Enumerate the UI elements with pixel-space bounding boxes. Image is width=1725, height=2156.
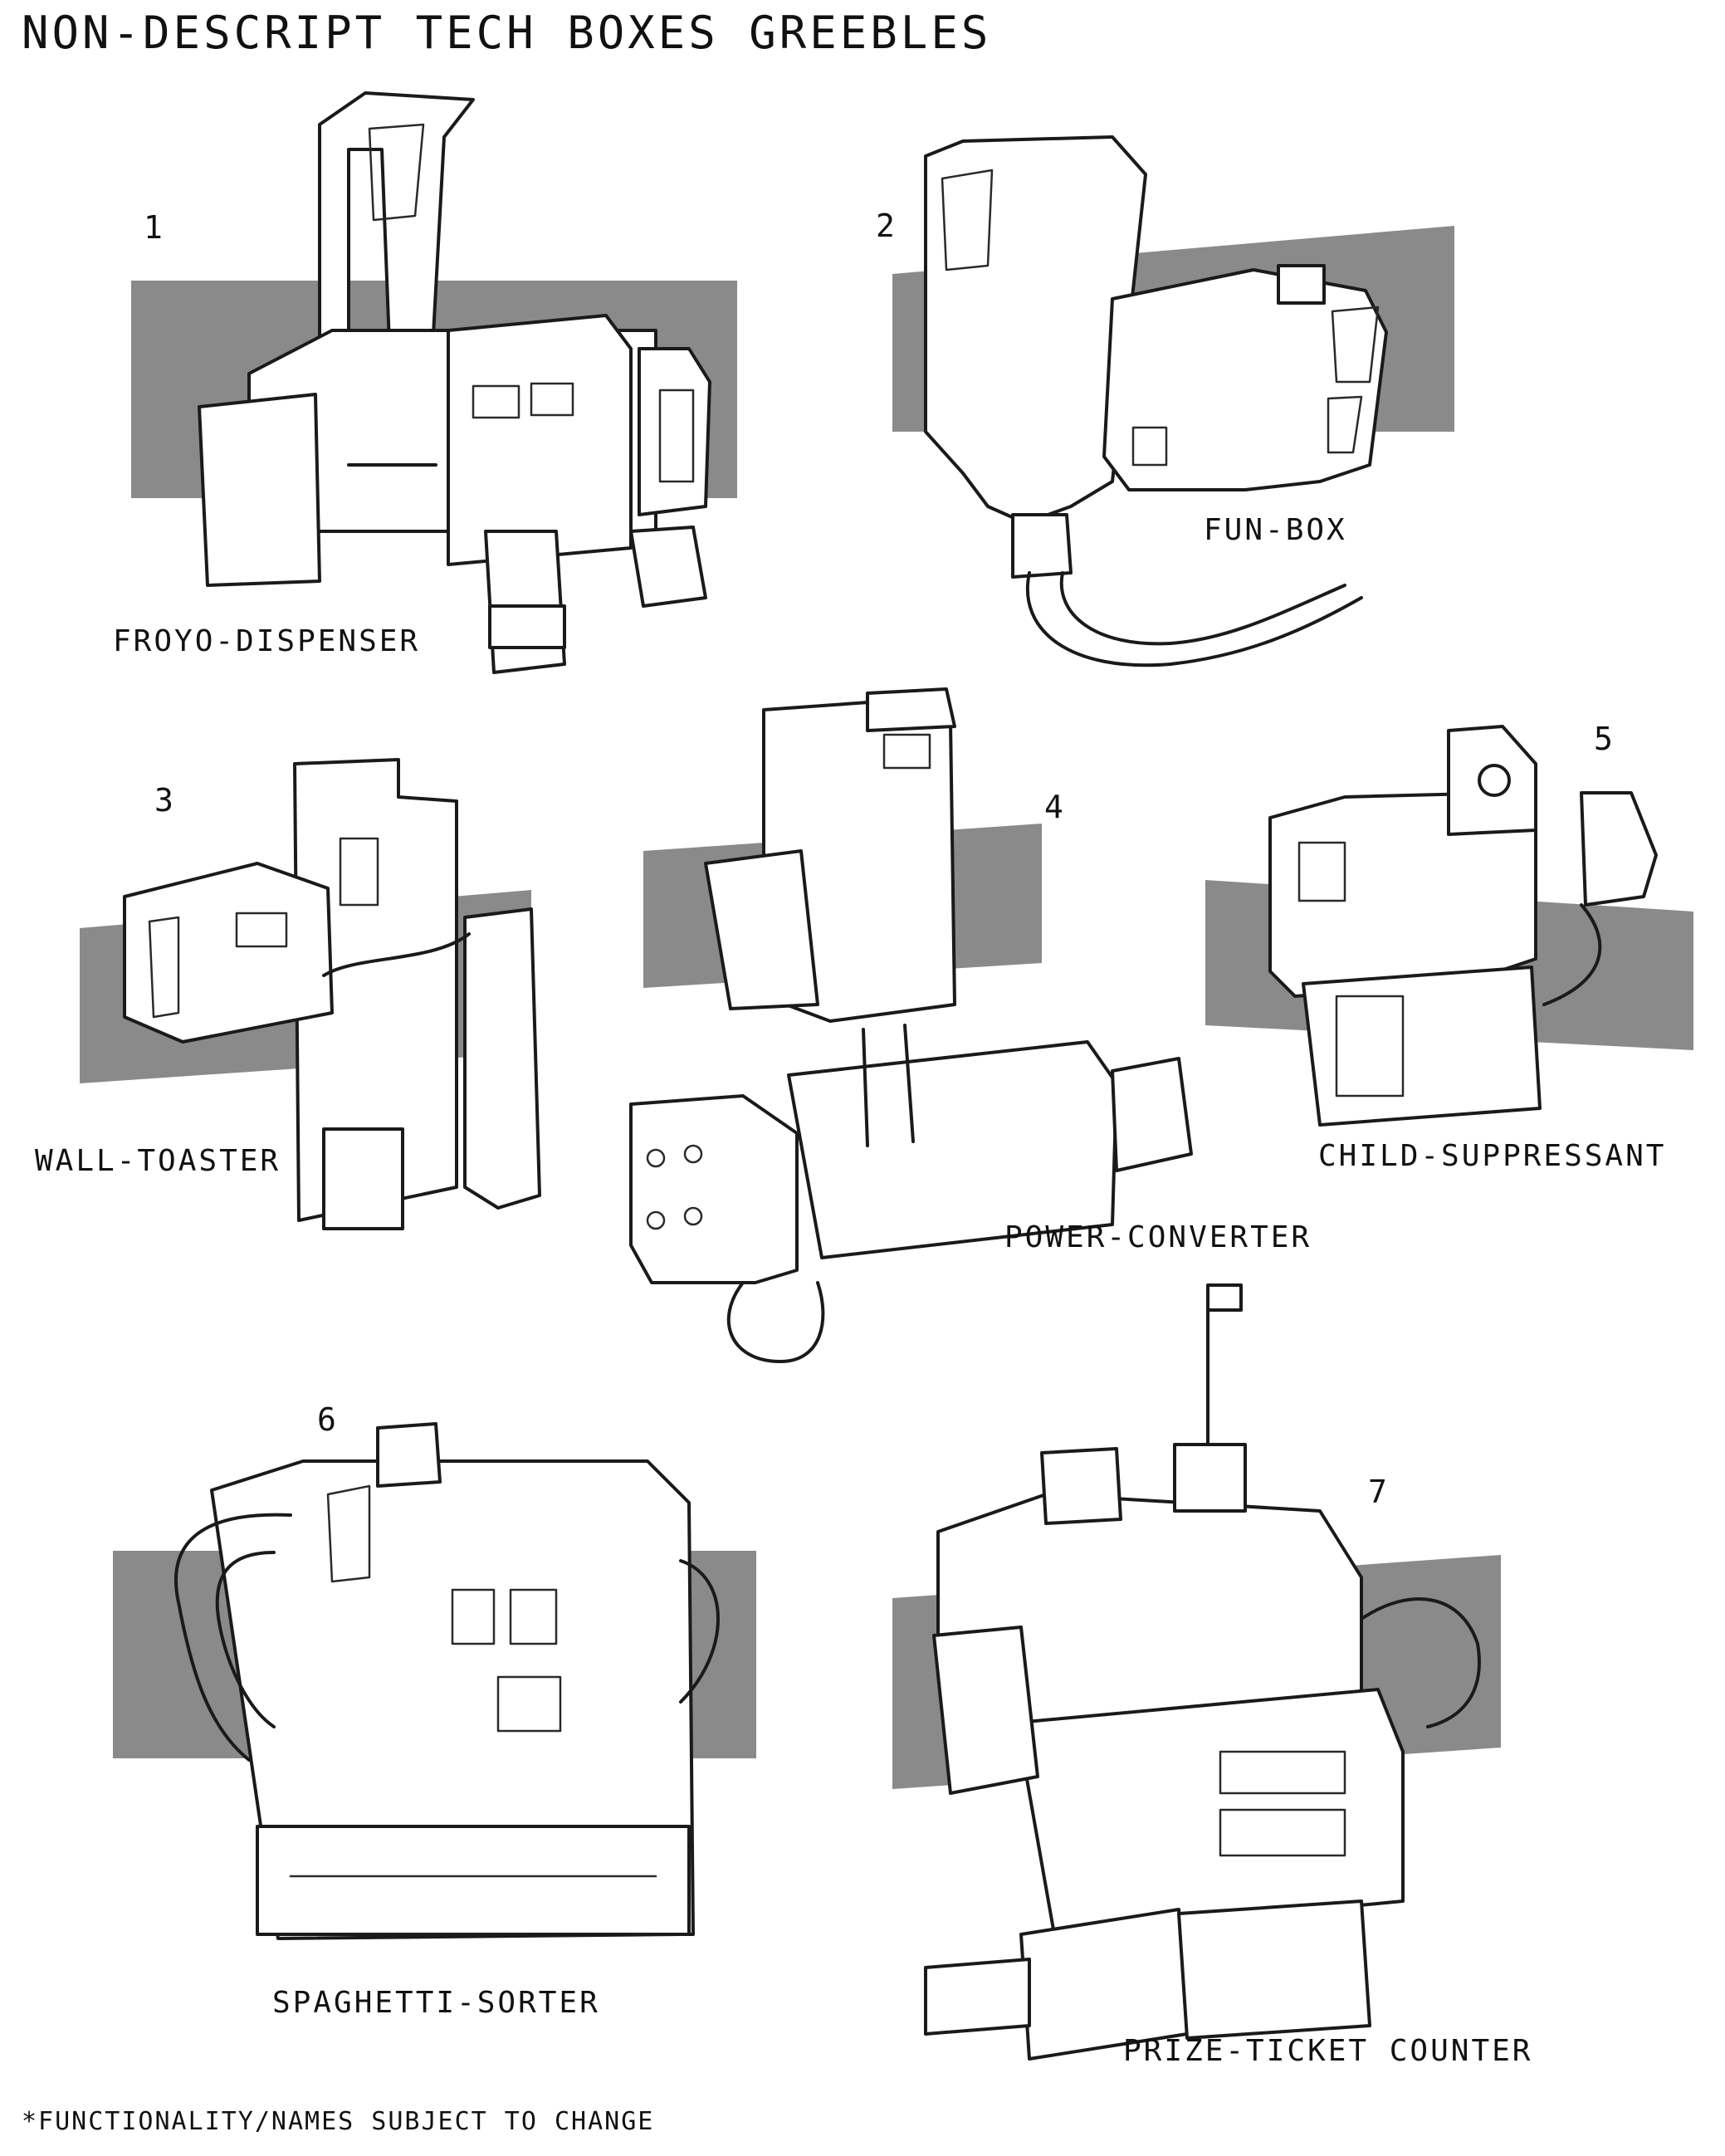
footnote: *FUNCTIONALITY/NAMES SUBJECT TO CHANGE	[22, 2107, 655, 2136]
item-number-7: 7	[1368, 1474, 1387, 1510]
item-label-6: SPAGHETTI-SORTER	[272, 1986, 600, 2020]
item-number-4: 4	[1044, 789, 1063, 825]
item-label-4: POWER-CONVERTER	[1004, 1220, 1312, 1254]
sketch-wall-toaster	[123, 758, 541, 1230]
sketch-power-converter	[629, 687, 1193, 1363]
item-number-5: 5	[1594, 721, 1613, 757]
page-title: NON-DESCRIPT TECH BOXES GREEBLES	[22, 7, 992, 59]
item-label-7: PRIZE-TICKET COUNTER	[1123, 2034, 1533, 2068]
item-label-5: CHILD-SUPPRESSANT	[1318, 1139, 1667, 1173]
item-label-1: FROYO-DISPENSER	[113, 624, 421, 658]
item-label-2: FUN-BOX	[1204, 513, 1347, 547]
sketch-fun-box	[924, 135, 1388, 667]
sketch-child-suppressant	[1268, 725, 1658, 1127]
sketch-prize-ticket-counter	[924, 1283, 1481, 2061]
item-number-3: 3	[154, 782, 173, 819]
item-label-3: WALL-TOASTER	[35, 1144, 281, 1178]
item-number-2: 2	[876, 208, 895, 244]
item-number-6: 6	[317, 1401, 336, 1438]
sketch-spaghetti-sorter	[173, 1422, 720, 1940]
item-number-1: 1	[144, 209, 163, 246]
sketch-froyo-dispenser	[198, 91, 711, 674]
